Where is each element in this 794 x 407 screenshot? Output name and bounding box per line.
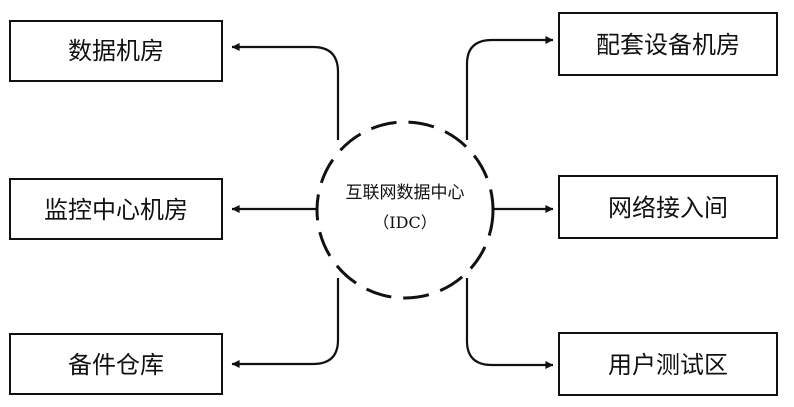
- left-room-boxes: 数据机房 监控中心机房 备件仓库: [9, 20, 223, 395]
- room-box-data-room: 数据机房: [9, 20, 223, 82]
- idc-title: 互联网数据中心: [346, 183, 465, 203]
- room-box-spare-warehouse: 备件仓库: [9, 333, 223, 395]
- room-label: 监控中心机房: [44, 196, 188, 224]
- idc-circle: [315, 120, 495, 300]
- connectors: [231, 36, 554, 369]
- connector-spare-warehouse: [231, 278, 340, 368]
- idc-subtitle: （IDC）: [373, 213, 436, 232]
- room-label: 配套设备机房: [596, 31, 740, 59]
- room-box-support-equipment-room: 配套设备机房: [558, 12, 778, 76]
- room-label: 用户测试区: [608, 351, 728, 379]
- room-box-monitoring-room: 监控中心机房: [9, 178, 223, 240]
- room-label: 备件仓库: [68, 351, 164, 379]
- right-room-boxes: 配套设备机房 网络接入间 用户测试区: [558, 12, 778, 396]
- room-box-user-test-area: 用户测试区: [558, 332, 778, 396]
- room-label: 网络接入间: [608, 194, 728, 222]
- connector-data-room: [231, 43, 340, 140]
- connector-user-test-area: [465, 278, 554, 369]
- room-box-network-access-room: 网络接入间: [558, 175, 778, 239]
- room-label: 数据机房: [68, 37, 164, 65]
- idc-center-node: 互联网数据中心 （IDC）: [315, 120, 495, 300]
- connector-support-equipment-room: [465, 36, 554, 140]
